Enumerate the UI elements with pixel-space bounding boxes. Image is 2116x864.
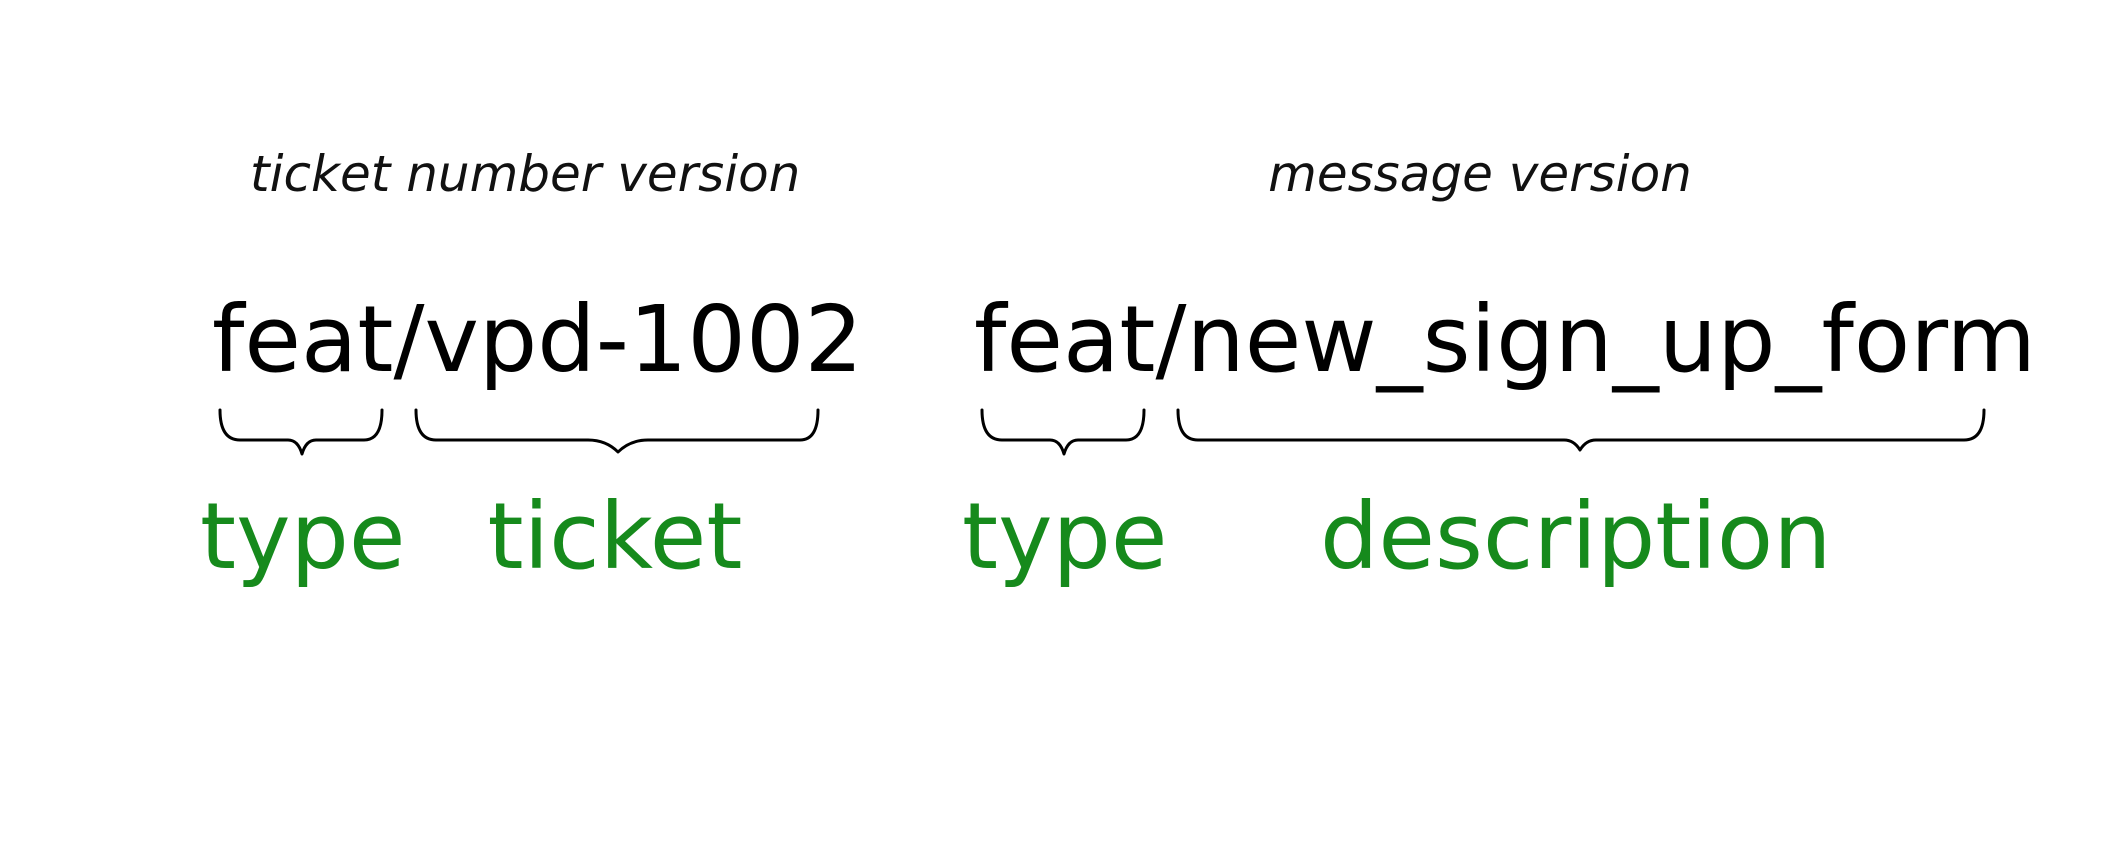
ticket-type-label: type <box>200 483 406 590</box>
message-branch-separator: / <box>1155 286 1187 393</box>
message-type-label: type <box>962 483 1168 590</box>
ticket-branch-separator: / <box>393 286 425 393</box>
ticket-branch-name: feat/vpd-1002 <box>212 285 863 395</box>
ticket-ticket-label: ticket <box>487 483 743 590</box>
message-description-brace <box>1176 408 1986 452</box>
message-branch-description: new_sign_up_form <box>1186 286 2037 393</box>
ticket-branch-type: feat <box>212 286 394 393</box>
ticket-type-brace <box>218 408 384 456</box>
message-branch-type: feat <box>974 286 1156 393</box>
message-version-heading: message version <box>1268 145 1692 203</box>
message-description-label: description <box>1320 483 1832 590</box>
message-branch-name: feat/new_sign_up_form <box>974 285 2036 395</box>
message-type-brace <box>980 408 1146 456</box>
ticket-ticket-brace <box>414 408 820 454</box>
ticket-number-version-heading: ticket number version <box>250 145 801 203</box>
ticket-branch-ticket: vpd-1002 <box>424 286 864 393</box>
